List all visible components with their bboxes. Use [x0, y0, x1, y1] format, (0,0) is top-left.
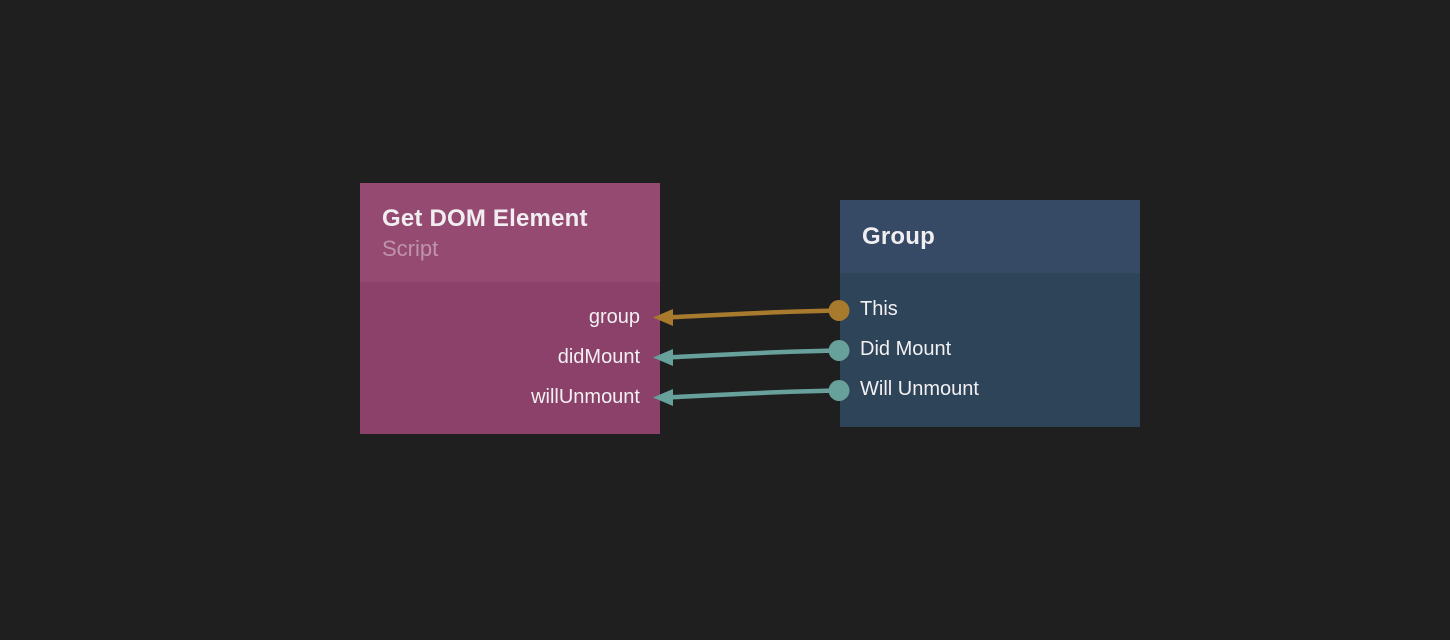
node-group-body: This Did Mount Will Unmount	[840, 273, 1140, 409]
port-this[interactable]: This	[840, 289, 1140, 329]
port-didmount[interactable]: didMount	[360, 337, 660, 377]
node-group-header[interactable]: Group	[840, 200, 1140, 273]
port-did-mount[interactable]: Did Mount	[840, 329, 1140, 369]
node-get-dom-element-header[interactable]: Get DOM Element Script	[360, 183, 660, 282]
port-label: group	[588, 306, 640, 328]
port-label: willUnmount	[531, 386, 640, 408]
wire-this-to-group[interactable]	[667, 308, 842, 320]
node-get-dom-element[interactable]: Get DOM Element Script group didMount wi…	[360, 183, 660, 434]
port-group[interactable]: group	[360, 297, 660, 337]
port-label: didMount	[557, 346, 640, 368]
node-subtitle: Script	[382, 236, 439, 261]
node-title: Get DOM Element	[382, 205, 588, 232]
wire-willunmount[interactable]	[667, 388, 842, 400]
port-label: This	[860, 298, 898, 320]
port-willunmount[interactable]: willUnmount	[360, 377, 660, 417]
node-title: Group	[862, 222, 935, 250]
port-label: Will Unmount	[860, 378, 979, 400]
node-group[interactable]: Group This Did Mount Will Unmount	[840, 200, 1140, 427]
wire-didmount[interactable]	[667, 348, 842, 360]
node-get-dom-element-body: group didMount willUnmount	[360, 282, 660, 417]
port-will-unmount[interactable]: Will Unmount	[840, 369, 1140, 409]
port-label: Did Mount	[860, 338, 952, 360]
